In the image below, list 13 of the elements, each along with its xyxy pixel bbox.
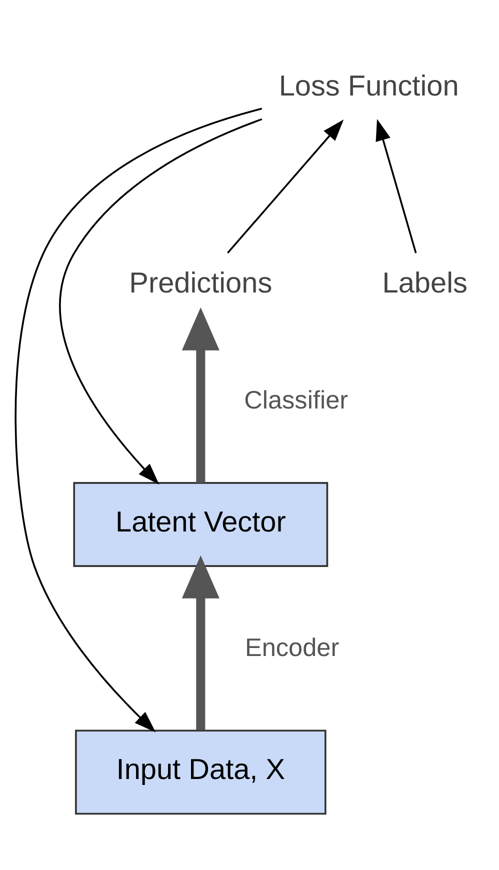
arrow [227,120,344,254]
node-box: Latent Vector [73,482,328,567]
arrow [14,108,262,732]
node-box: Input Data, X [75,730,326,815]
arrow [182,555,220,730]
arrow [182,307,220,483]
node-text: Loss Function [278,70,459,103]
edge-label: Classifier [244,386,348,414]
node-text: Labels [382,268,468,300]
arrow [376,118,417,254]
arrow [59,118,262,485]
edge-label: Encoder [244,634,340,662]
node-text: Predictions [129,268,272,300]
